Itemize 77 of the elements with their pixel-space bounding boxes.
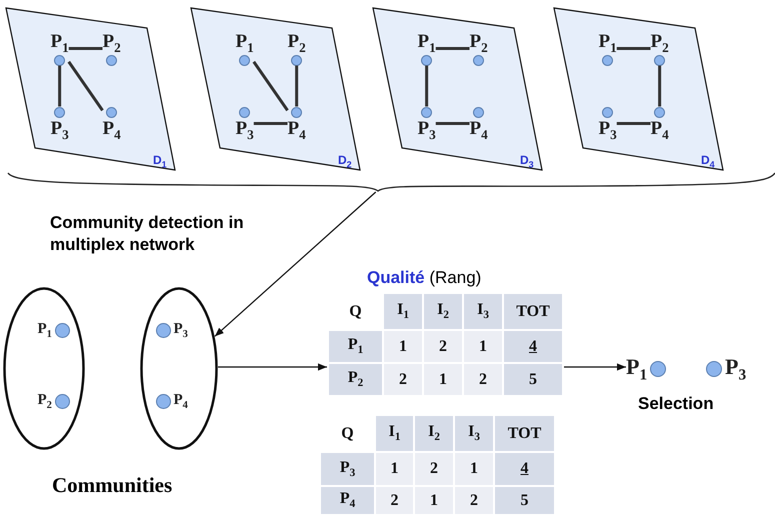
connector-line [425, 66, 428, 106]
connector-line [658, 66, 662, 106]
node-label: P$_{3}$ [174, 322, 188, 340]
corner-label: Q [340, 424, 355, 444]
column-header-cell: I$_{3}$ [464, 294, 502, 329]
ranking-table [327, 268, 564, 397]
node-label: P$_{1}$ [418, 32, 436, 54]
connector-line [254, 122, 288, 126]
connector-line [436, 122, 470, 126]
row-header-cell: P$_{1}$ [329, 331, 382, 362]
data-cell: 1 [376, 453, 413, 485]
data-cell: 2 [455, 487, 493, 514]
connector-line [436, 47, 470, 50]
connector-line [252, 60, 289, 112]
connector-line [68, 47, 102, 50]
connector-line [295, 66, 298, 106]
node-label: P$_{1}$ [626, 356, 648, 383]
node-label: P$_{2}$ [288, 32, 306, 54]
data-cell: 5 [495, 487, 554, 514]
section-caption: Communities [52, 472, 174, 498]
node-label: P$_{1}$ [598, 32, 617, 54]
data-cell: 1 [415, 487, 453, 514]
data-cell: 4 [504, 331, 562, 362]
data-cell: 4 [495, 453, 554, 485]
column-header-cell: TOT [504, 294, 562, 329]
data-cell: 5 [504, 364, 562, 395]
column-header-cell: I$_{1}$ [384, 294, 422, 329]
layer-label: D$_{3}$ [520, 154, 534, 170]
corner-label: Q [348, 302, 363, 322]
row-header-cell: P$_{2}$ [329, 364, 382, 395]
node-label: P$_{4}$ [650, 118, 669, 141]
node-label: P$_{4}$ [470, 118, 488, 141]
node-label: P$_{3}$ [418, 118, 436, 141]
data-cell: 2 [376, 487, 413, 514]
arrow [214, 192, 376, 337]
row-header-cell: P$_{3}$ [321, 453, 374, 485]
column-header-cell: I$_{2}$ [424, 294, 462, 329]
data-cell: 2 [415, 453, 453, 485]
arrow [218, 363, 327, 371]
connector-line [616, 122, 650, 126]
column-header-cell: I$_{1}$ [376, 416, 413, 451]
column-header-cell: TOT [495, 416, 554, 451]
step-caption: Community detection in multiplex network [50, 212, 245, 256]
node-label: P$_{4}$ [102, 118, 121, 141]
data-cell: 1 [455, 453, 493, 485]
table-title: Qualité (Rang) [366, 268, 482, 288]
node-label: P$_{4}$ [288, 118, 306, 141]
node-label: P$_{4}$ [174, 392, 188, 411]
section-caption: Selection [638, 393, 715, 415]
data-cell: 2 [384, 364, 422, 395]
node-label: P$_{2}$ [102, 32, 121, 54]
connector-line [616, 47, 650, 50]
node-label: P$_{1}$ [236, 32, 254, 54]
layer-label: D$_{4}$ [701, 154, 715, 170]
column-header-cell: I$_{3}$ [455, 416, 493, 451]
data-cell: 1 [424, 364, 462, 395]
layer-label: D$_{2}$ [338, 154, 352, 170]
node-label: P$_{2}$ [650, 32, 669, 54]
layer-label: D$_{1}$ [153, 154, 167, 170]
data-cell: 2 [424, 331, 462, 362]
row-header-cell: P$_{4}$ [321, 487, 374, 514]
node-label: P$_{2}$ [38, 392, 52, 411]
node-label: P$_{2}$ [470, 32, 488, 54]
data-cell: 2 [464, 364, 502, 395]
connector-line [68, 60, 104, 112]
data-cell: 1 [464, 331, 502, 362]
arrow [564, 363, 626, 371]
connector-line [58, 66, 62, 106]
node-label: P$_{1}$ [50, 32, 69, 54]
node-label: P$_{1}$ [38, 322, 52, 340]
ranking-table [319, 414, 556, 516]
node-label: P$_{3}$ [50, 118, 69, 141]
node-label: P$_{3}$ [236, 118, 254, 141]
node-label: P$_{3}$ [725, 356, 746, 383]
column-header-cell: I$_{2}$ [415, 416, 453, 451]
data-cell: 1 [384, 331, 422, 362]
node-label: P$_{3}$ [598, 118, 617, 141]
